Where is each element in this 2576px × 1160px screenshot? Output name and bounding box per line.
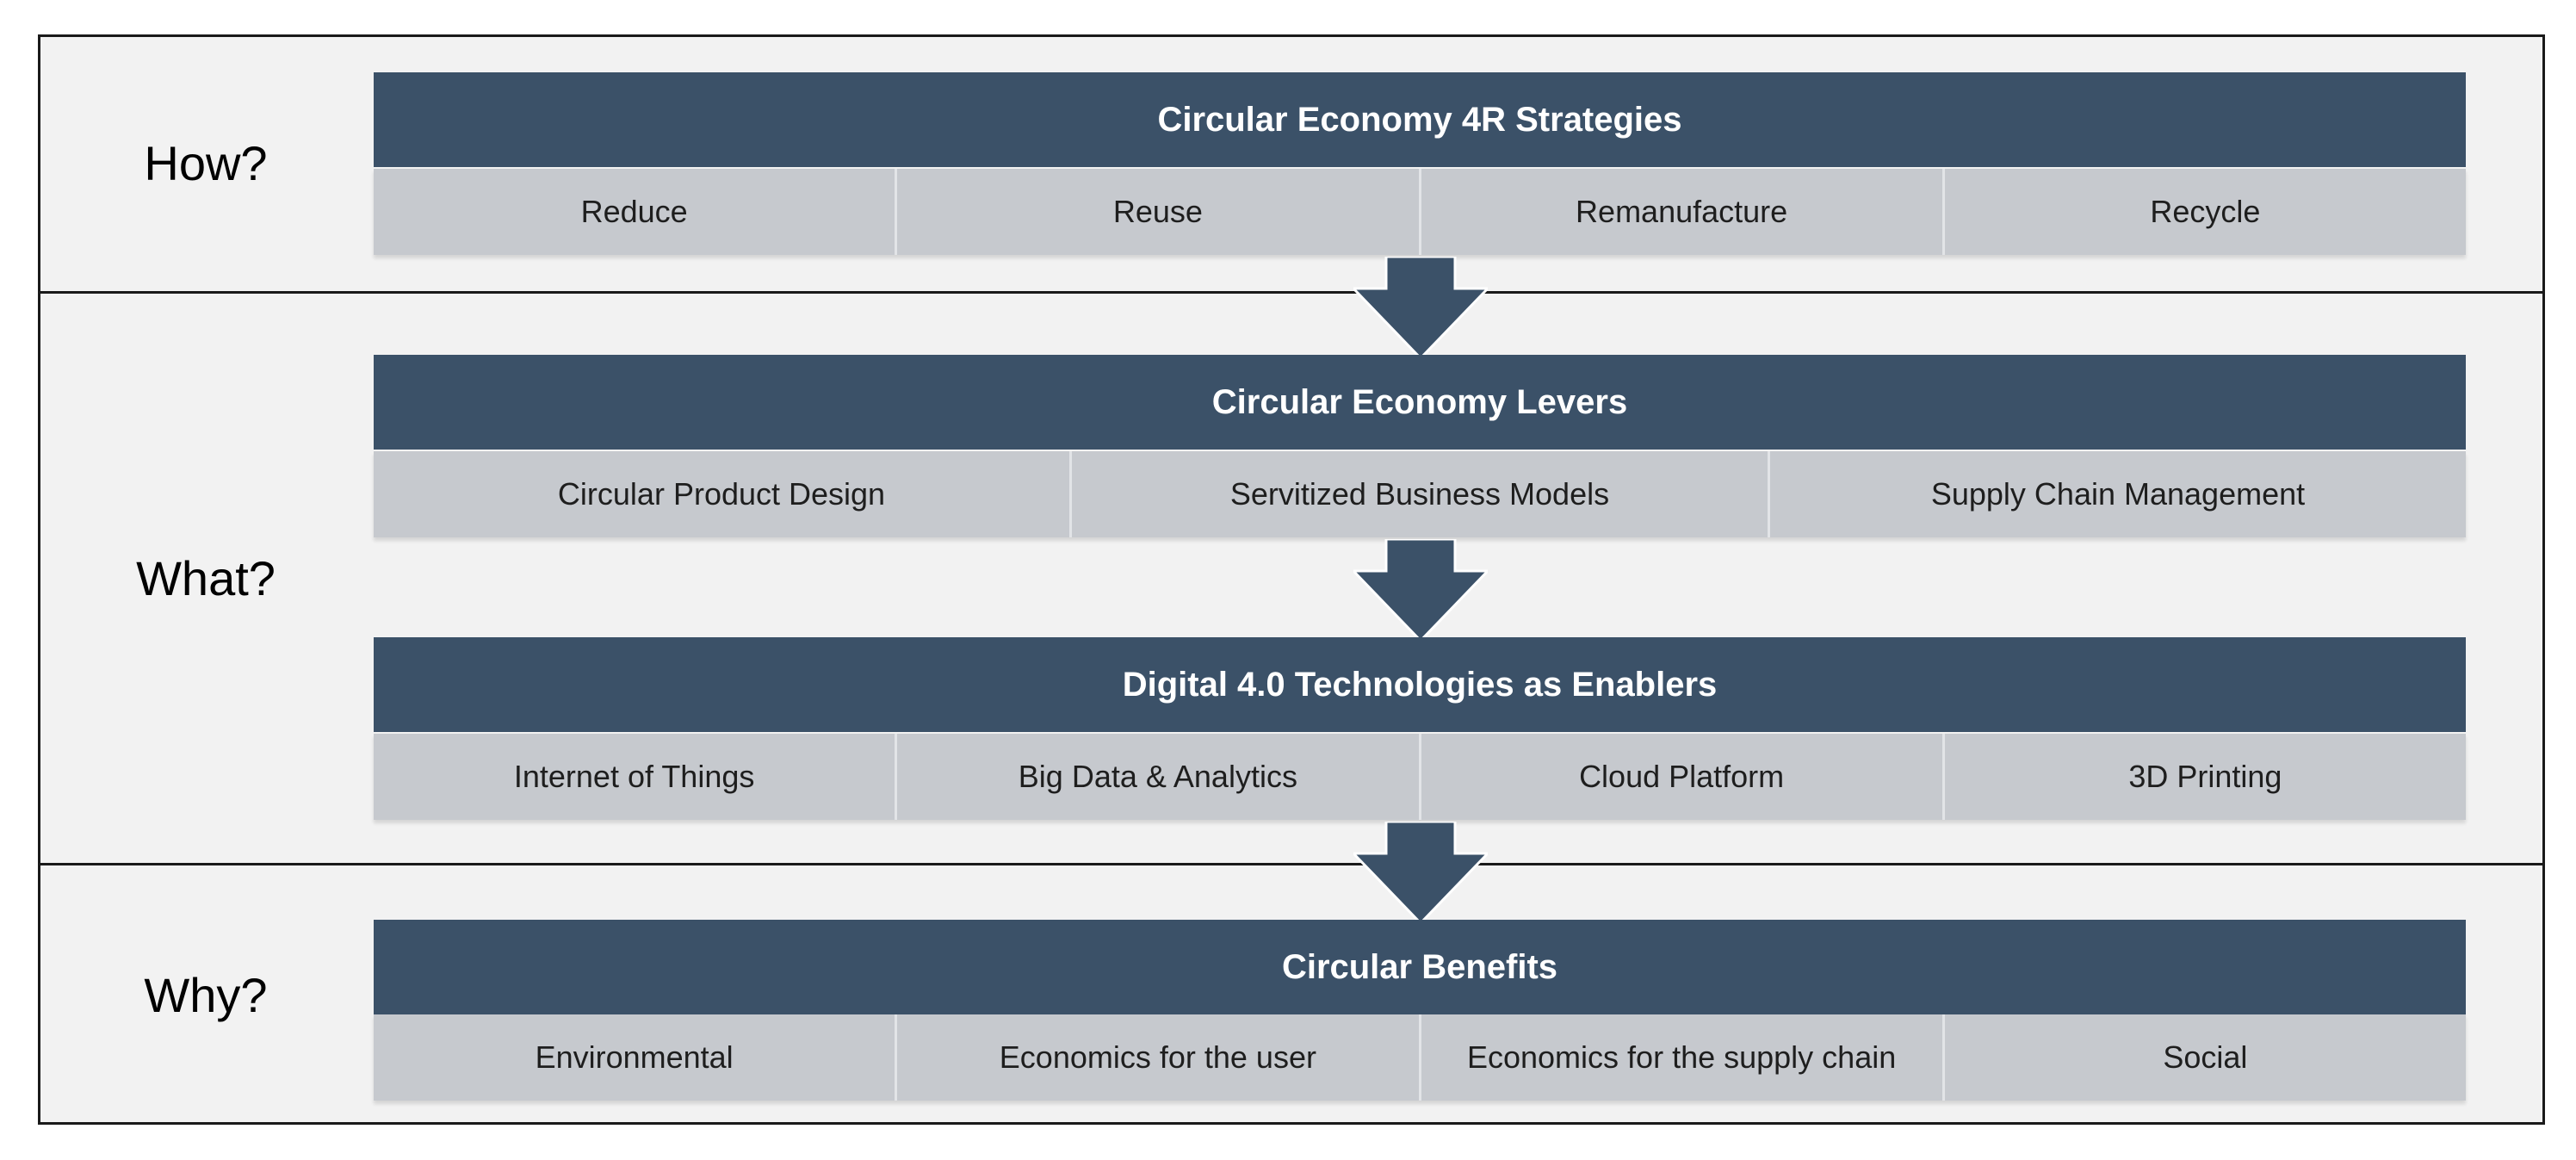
technologies-row: Internet of Things Big Data & Analytics … — [374, 734, 2466, 820]
tech-cell-big-data-analytics: Big Data & Analytics — [895, 734, 1419, 820]
strategy-cell-remanufacture: Remanufacture — [1418, 169, 1942, 255]
technologies-header: Digital 4.0 Technologies as Enablers — [374, 637, 2466, 732]
benefit-cell-environmental: Environmental — [374, 1014, 895, 1101]
benefit-cell-social: Social — [1941, 1014, 2466, 1101]
down-arrow-icon — [1353, 822, 1488, 923]
divider-what-why — [38, 863, 2545, 865]
benefit-cell-economics-user: Economics for the user — [895, 1014, 1419, 1101]
down-arrow-icon — [1353, 257, 1488, 358]
strategies-row: Reduce Reuse Remanufacture Recycle — [374, 169, 2466, 255]
row-label-what: What? — [136, 551, 276, 605]
tech-cell-cloud-platform: Cloud Platform — [1418, 734, 1942, 820]
lever-cell-servitized-business-models: Servitized Business Models — [1069, 451, 1768, 537]
benefit-cell-economics-supply-chain: Economics for the supply chain — [1418, 1014, 1942, 1101]
tech-cell-internet-of-things: Internet of Things — [374, 734, 895, 820]
lever-cell-supply-chain-management: Supply Chain Management — [1768, 451, 2466, 537]
levers-row: Circular Product Design Servitized Busin… — [374, 451, 2466, 537]
benefits-row: Environmental Economics for the user Eco… — [374, 1014, 2466, 1101]
row-label-how: How? — [144, 135, 268, 190]
lever-cell-circular-product-design: Circular Product Design — [374, 451, 1069, 537]
strategy-cell-reuse: Reuse — [895, 169, 1419, 255]
strategies-header: Circular Economy 4R Strategies — [374, 72, 2466, 167]
strategy-cell-recycle: Recycle — [1941, 169, 2466, 255]
down-arrow-icon — [1353, 539, 1488, 641]
row-label-why: Why? — [144, 968, 268, 1022]
levers-header: Circular Economy Levers — [374, 355, 2466, 450]
benefits-header: Circular Benefits — [374, 920, 2466, 1014]
tech-cell-3d-printing: 3D Printing — [1941, 734, 2466, 820]
strategy-cell-reduce: Reduce — [374, 169, 895, 255]
divider-how-what — [38, 291, 2545, 294]
